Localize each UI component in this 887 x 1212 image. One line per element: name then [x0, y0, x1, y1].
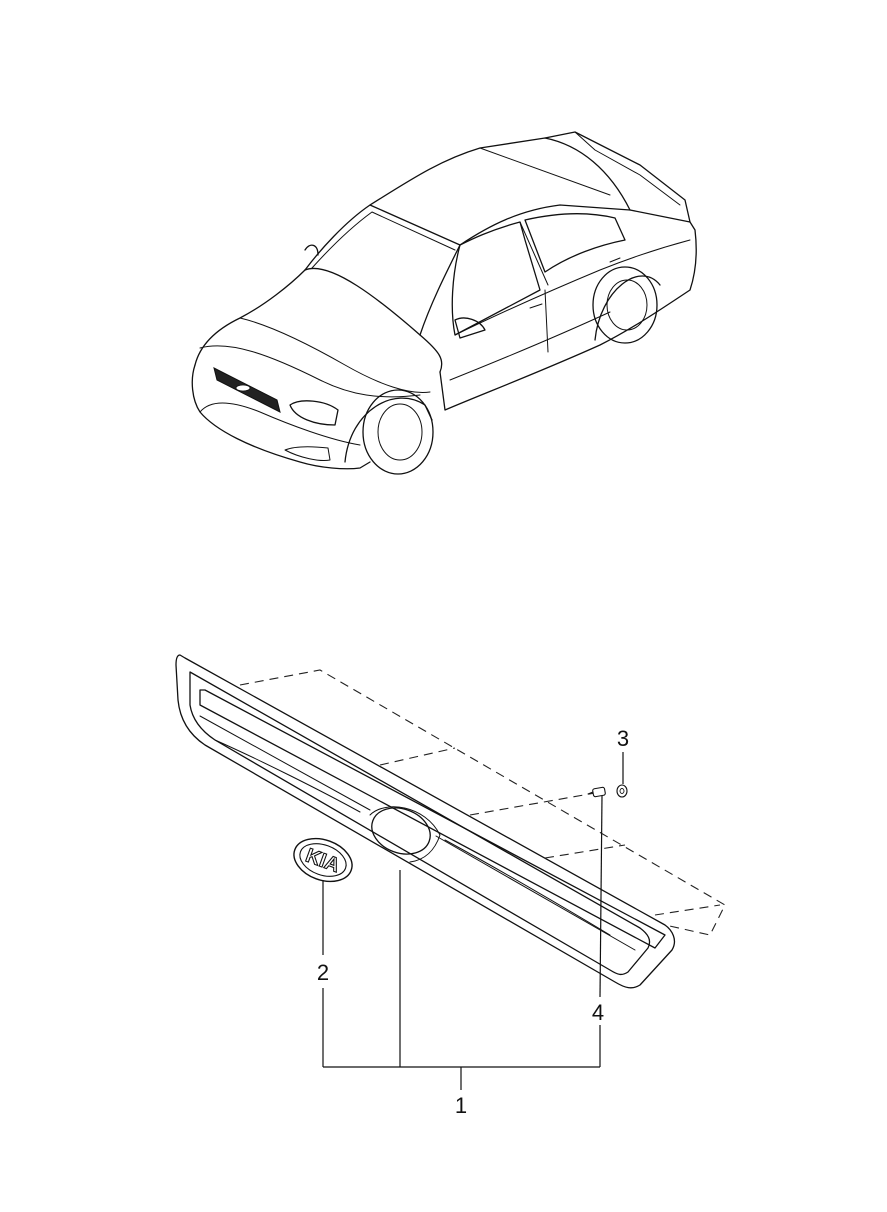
radiator-grille-assembly	[175, 654, 726, 989]
car-grille	[213, 367, 281, 413]
callout-4: 4	[592, 1000, 604, 1025]
callout-3: 3	[617, 726, 629, 751]
leader-lines	[322, 752, 624, 1090]
car-illustration	[191, 131, 697, 475]
kia-emblem: KIA	[293, 837, 353, 883]
callout-1: 1	[455, 1093, 467, 1118]
clip-fastener	[587, 786, 606, 798]
nut	[616, 784, 628, 798]
callout-2: 2	[317, 960, 329, 985]
